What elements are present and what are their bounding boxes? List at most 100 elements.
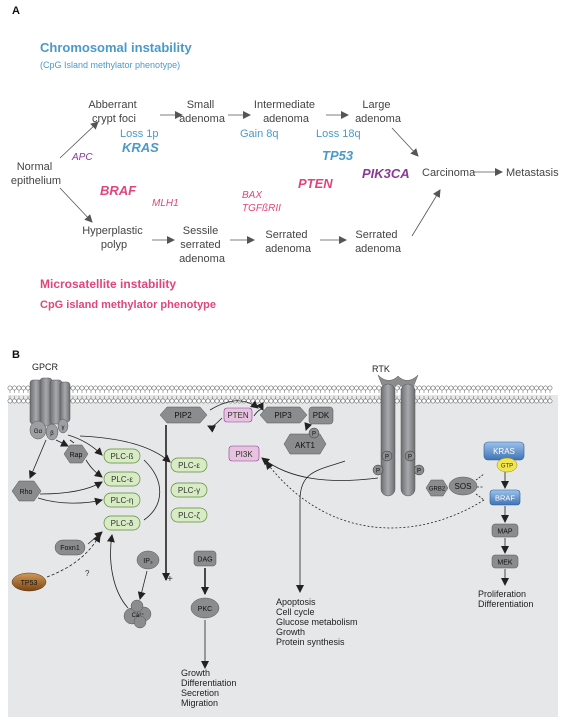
lipid-head [291,398,296,404]
lipid-head [340,398,346,404]
mutation-kras: KRAS [122,140,159,155]
lipid-head [178,385,184,391]
lipid-head [165,398,170,404]
mutation-tgfbrii: TGFßRII [242,203,281,214]
lipid-head [147,385,152,391]
lipid-head [174,398,179,404]
g-gamma-label: γ [62,425,65,431]
lipid-head [318,385,323,391]
lipid-head [151,398,157,404]
lipid-head [520,398,526,404]
stage-aberrant-line1: Abberrant [88,99,136,111]
stage-serrated2-line2: adenoma [355,243,402,255]
lipid-head [192,398,197,404]
pip2-node: PIP2 [159,406,208,424]
lipid-head [516,385,521,391]
plc-beta-label: PLC-ß [110,452,133,461]
lipid-head [286,385,292,391]
mutation-mlh1: MLH1 [152,198,179,209]
stage-intermediate-line2: adenoma [263,113,310,125]
lipid-head [372,385,377,391]
lipid-head [372,398,377,404]
mutation-loss-1p: Loss 1p [120,128,159,140]
stage-normal-line1: Normal [17,161,52,173]
akt1-node: AKT1 P [283,427,327,455]
panel-a-label: A [12,5,20,17]
cytoplasm [8,395,558,717]
g-protein: Gα β γ [29,418,69,441]
lipid-head [502,398,508,404]
lipid-head [475,385,481,391]
lipid-head [295,398,301,404]
dag-label: DAG [197,557,212,564]
lipid-head [313,398,319,404]
outcome-cell-cycle: Cell cycle [276,607,315,617]
lipid-head [133,398,139,404]
stage-normal-epithelium: Normal epithelium [11,161,61,187]
lipid-head [471,398,476,404]
lipid-head [192,385,197,391]
lipid-head [354,398,359,404]
lipid-head [520,385,526,391]
lipid-head [543,398,548,404]
lipid-head [79,398,85,404]
lipid-head [264,398,269,404]
pkc-outcome-secretion: Secretion [181,688,219,698]
lipid-head [534,398,539,404]
stage-hyperplastic-polyp: Hyperplastic polyp [82,225,146,251]
stage-serrated2-line1: Serrated [355,229,397,241]
lipid-head [97,398,103,404]
lipid-head [129,398,134,404]
lipid-head [282,398,287,404]
mapk-outcome-differentiation: Differentiation [478,599,533,609]
lipid-head [12,398,17,404]
lipid-head [300,385,305,391]
pkc-label: PKC [198,606,212,613]
lipid-head [475,398,481,404]
lipid-head [237,385,242,391]
lipid-head [183,398,188,404]
lipid-head [525,385,530,391]
progression-arrows [59,111,503,244]
pip3-label: PIP3 [274,411,292,420]
lipid-head [466,398,472,404]
panel-b-label: B [12,349,20,361]
gpcr-label: GPCR [32,362,59,372]
lipid-head [471,385,476,391]
plc-eta-label: PLC-η [111,496,134,505]
pkc-outcomes: Growth Differentiation Secretion Migrati… [181,668,239,708]
lipid-head [354,385,359,391]
stage-intermediate-line1: Intermediate [254,99,315,111]
lipid-head [264,385,269,391]
lipid-head [70,398,76,404]
lipid-head [147,398,152,404]
lipid-head [291,385,296,391]
lipid-head [489,398,494,404]
lipid-head [75,398,80,404]
rho-label: Rho [20,489,33,496]
question-mark: ? [85,569,90,578]
lipid-head [376,385,382,391]
lipid-head [529,385,535,391]
rtk-label: RTK [372,364,390,374]
lipid-head [367,398,373,404]
lipid-head [358,385,364,391]
lipid-head [102,398,107,404]
cimp-title: CpG island methylator phenotype [40,299,216,311]
lipid-head [246,385,251,391]
lipid-head [214,385,220,391]
lipid-head [304,398,310,404]
stage-serrated-adenoma-1: Serrated adenoma [265,229,312,255]
g-beta-subunit [45,423,59,441]
stage-small-line2: adenoma [179,113,226,125]
akt1-label: AKT1 [295,441,316,450]
pdk-label: PDK [313,411,330,420]
lipid-head [21,385,26,391]
lipid-head [70,385,76,391]
lipid-head [367,385,373,391]
kras-node: KRAS GTP [483,441,525,473]
stage-large-line2: adenoma [355,113,402,125]
lipid-head [363,385,368,391]
lipid-head [268,385,274,391]
